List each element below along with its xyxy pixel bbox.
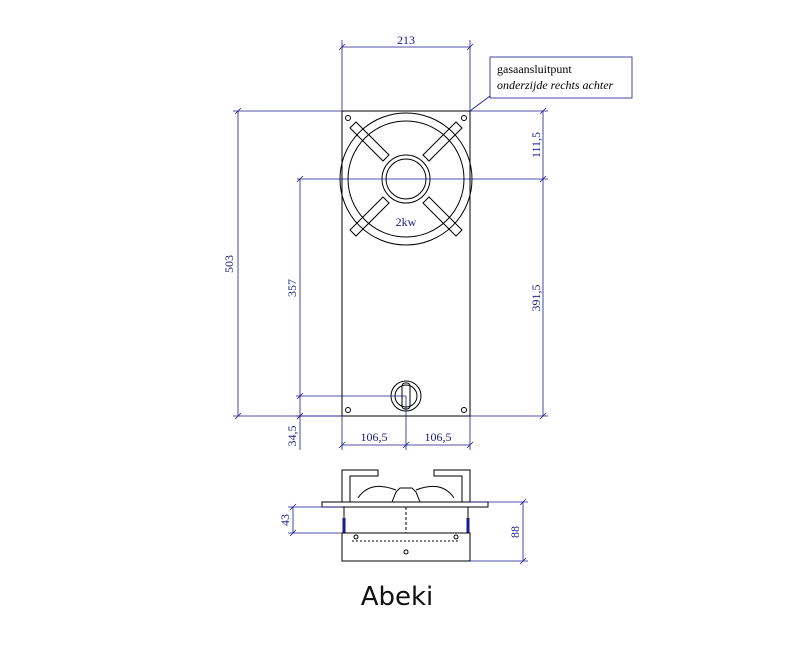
caption: Abeki — [360, 582, 434, 612]
dimension-ticks — [234, 43, 547, 449]
hob-side-view — [321, 469, 489, 562]
dimension-lines — [233, 40, 548, 450]
corner-screw — [345, 115, 351, 121]
note-box — [489, 56, 633, 99]
dim-half-right: 106,5 — [425, 430, 452, 444]
hob-outline — [341, 110, 471, 417]
side-base — [341, 532, 471, 562]
corner-screw — [345, 407, 351, 413]
dim-burner-to-bottom: 391,5 — [529, 285, 543, 312]
side-pan-support — [341, 469, 379, 502]
pan-support-arms — [349, 121, 463, 237]
dim-side-depth: 43 — [278, 514, 292, 526]
dim-side-total: 88 — [508, 526, 522, 538]
note-line-1: gasaansluitpunt — [497, 62, 572, 76]
corner-screw — [461, 407, 467, 413]
burner-power-label: 2kw — [396, 215, 417, 229]
dim-to-burner-center: 111,5 — [529, 132, 543, 158]
side-burner — [391, 487, 421, 503]
dim-knob-to-burner: 357 — [285, 279, 299, 297]
corner-screw — [461, 115, 467, 121]
dim-width-top: 213 — [397, 33, 415, 47]
side-support-curve — [415, 485, 455, 499]
dim-half-left: 106,5 — [361, 430, 388, 444]
note-line-2: onderzijde rechts achter — [497, 78, 614, 92]
side-pan-support — [433, 469, 471, 502]
side-dimension-lines — [288, 498, 528, 565]
dim-height-total: 503 — [222, 255, 236, 273]
hob-top-view — [339, 110, 473, 417]
side-support-curve — [357, 485, 397, 499]
dim-knob-to-bottom: 34,5 — [285, 426, 299, 447]
flange — [321, 501, 489, 508]
